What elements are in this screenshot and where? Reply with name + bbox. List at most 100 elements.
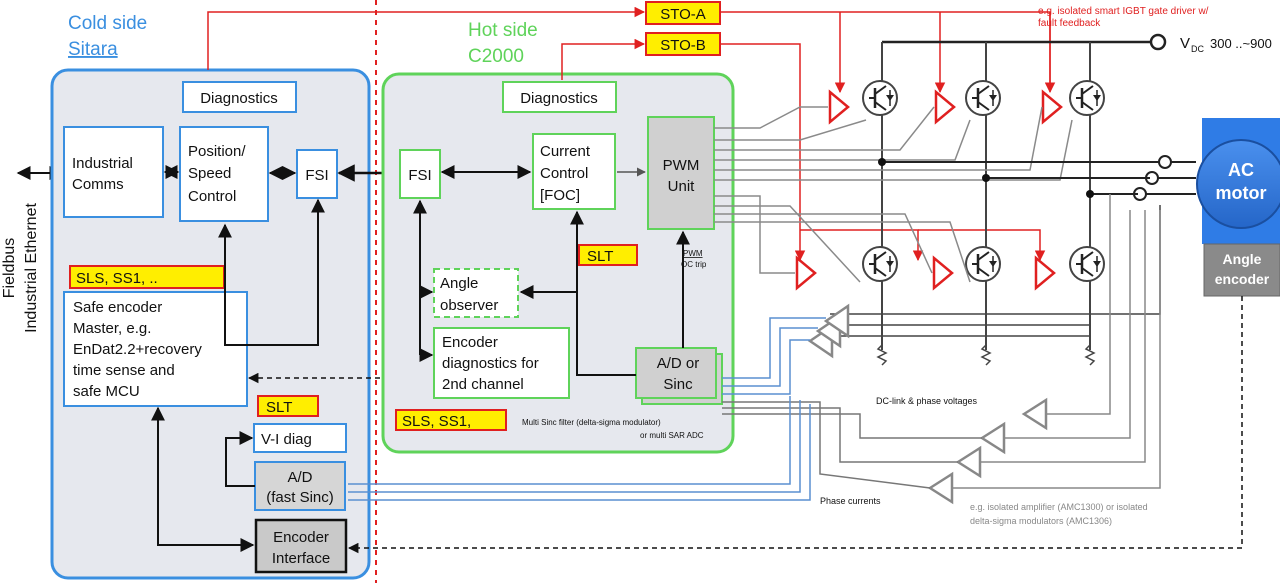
- hot-slt-tag: [578, 244, 638, 266]
- hot-safety-tag: [395, 409, 507, 431]
- motor-circle: [1196, 139, 1280, 229]
- safe-encoder-label-2: Master, e.g.: [73, 320, 151, 337]
- cold-slt-label: SLT: [266, 399, 292, 416]
- sense-blue-to-cold: [348, 396, 811, 501]
- safe-encoder-label-1: Safe encoder: [73, 299, 162, 316]
- vi-diag-label: V-I diag: [261, 431, 312, 448]
- ad-sinc-label-2: Sinc: [663, 376, 693, 393]
- igbt-bottom-1: [861, 245, 899, 283]
- ad-sinc-label-1: A/D or: [657, 355, 700, 372]
- arrow-encoder-to-position: [218, 223, 247, 346]
- encoder-diag-label-1: Encoder: [442, 334, 498, 351]
- motor-label-1: AC: [1228, 160, 1254, 180]
- hot-fsi-label: FSI: [408, 167, 431, 184]
- sto-a-line-left: [207, 6, 646, 70]
- igbt-bottom-2: [964, 245, 1002, 283]
- igbt-bottom-3: [1068, 245, 1106, 283]
- phase-currents-label: Phase currents: [820, 496, 881, 506]
- position-speed-label-3: Control: [188, 188, 236, 205]
- vdc-subscript: DC: [1191, 44, 1204, 54]
- safe-encoder-label-3: EnDat2.2+recovery: [73, 341, 202, 358]
- hot-slt-label: SLT: [587, 248, 613, 265]
- gate-driver-note-2: fault feedback: [1038, 18, 1101, 29]
- safe-encoder-label-4: time sense and: [73, 362, 175, 379]
- position-speed-label-2: Speed: [188, 165, 231, 182]
- encoder-interface-label-1: Encoder: [273, 529, 329, 546]
- pwm-unit-box: [647, 116, 715, 230]
- cold-safety-tag-label: SLS, SS1, ..: [76, 270, 158, 287]
- current-control-label-1: Current: [540, 143, 591, 160]
- hot-side-subtitle: C2000: [468, 46, 524, 67]
- sto-a-line-right: [720, 11, 1051, 90]
- junction-3: [1086, 190, 1094, 198]
- sto-b-label: STO-B: [660, 37, 706, 54]
- pwm-trip-label-2: OC trip: [681, 260, 707, 269]
- pwm-output-lines: [714, 106, 1073, 283]
- encoder-interface-label-2: Interface: [272, 550, 330, 567]
- igbt-top-1: [861, 79, 899, 117]
- arrow-encoder-to-fsi: [247, 198, 325, 346]
- cold-side-title: Cold side: [68, 13, 147, 34]
- hot-safety-tag-label: SLS, SS1,: [402, 413, 471, 430]
- current-amplifiers: [927, 397, 1048, 505]
- cold-fsi-box: [296, 149, 338, 199]
- pwm-unit-label-1: PWM: [663, 157, 700, 174]
- amp-note-2: delta-sigma modulators (AMC1306): [970, 516, 1112, 526]
- current-control-label-3: [FOC]: [540, 187, 580, 204]
- sense-blue-lines: [722, 317, 826, 395]
- sto-a-label: STO-A: [660, 6, 706, 23]
- position-speed-label-1: Position/: [188, 143, 246, 160]
- sinc-note-2: or multi SAR ADC: [640, 431, 704, 440]
- igbt-top-2: [964, 79, 1002, 117]
- pwm-trip-label-1: PWM: [683, 249, 703, 258]
- vdc-terminal: [1149, 33, 1167, 51]
- safe-encoder-box: [63, 291, 248, 407]
- angle-observer-box: [433, 268, 519, 318]
- vi-diag-box: [253, 423, 347, 453]
- gate-driver-bottom-1: [795, 255, 817, 291]
- vdc-label: V: [1180, 35, 1190, 52]
- gate-driver-bottom-3: [1034, 255, 1056, 291]
- industrial-comms-label-1: Industrial: [72, 155, 133, 172]
- gate-driver-bottom-2: [932, 255, 954, 291]
- sto-b-drop-2: [800, 229, 924, 262]
- angle-observer-label-1: Angle: [440, 275, 478, 292]
- current-control-label-2: Control: [540, 165, 588, 182]
- arrow-ad-to-current: [570, 210, 636, 376]
- gate-driver-top-1: [828, 89, 850, 125]
- cold-fsi-label: FSI: [305, 167, 328, 184]
- industrial-comms-box: [63, 126, 164, 218]
- phase-output-lines: [882, 161, 1160, 195]
- cold-side-subtitle: Sitara: [68, 39, 118, 60]
- gate-driver-top-3: [1041, 89, 1063, 125]
- encoder-diag-label-3: 2nd channel: [442, 376, 524, 393]
- motor-label-2: motor: [1216, 183, 1267, 203]
- vdc-range: 300 ..~900: [1210, 36, 1272, 51]
- position-speed-box: [179, 126, 269, 222]
- hot-side-title: Hot side: [468, 20, 538, 41]
- motor-feed-lines: [1146, 161, 1196, 195]
- fieldbus-label: Fieldbus: [1, 238, 18, 298]
- hot-diagnostics-box: [502, 81, 617, 113]
- encoder-diag-box: [433, 327, 570, 399]
- ad-fast-sinc-label-2: (fast Sinc): [266, 489, 334, 506]
- angle-encoder-box: [1203, 243, 1280, 297]
- sense-gray-lines: [952, 194, 1161, 489]
- encoder-feedback-line: [347, 296, 1243, 554]
- voltage-amplifiers: [807, 303, 850, 359]
- current-sensor-1: [1158, 155, 1172, 169]
- encoder-diag-label-2: diagnostics for: [442, 355, 539, 372]
- igbt-top-3: [1068, 79, 1106, 117]
- junction-1: [878, 158, 886, 166]
- cold-diagnostics-label: Diagnostics: [200, 90, 278, 107]
- ad-sinc-box: [635, 347, 717, 399]
- hot-fsi-box: [399, 149, 441, 199]
- sto-b-line-left: [561, 38, 646, 80]
- arrow-encoder-interface: [151, 406, 255, 552]
- sto-b-line-right: [720, 43, 806, 262]
- industrial-ethernet-label: Industrial Ethernet: [23, 203, 40, 333]
- cold-slt-tag: [257, 395, 319, 417]
- angle-encoder-label-2: encoder: [1215, 271, 1270, 287]
- encoder-interface-box: [254, 518, 348, 574]
